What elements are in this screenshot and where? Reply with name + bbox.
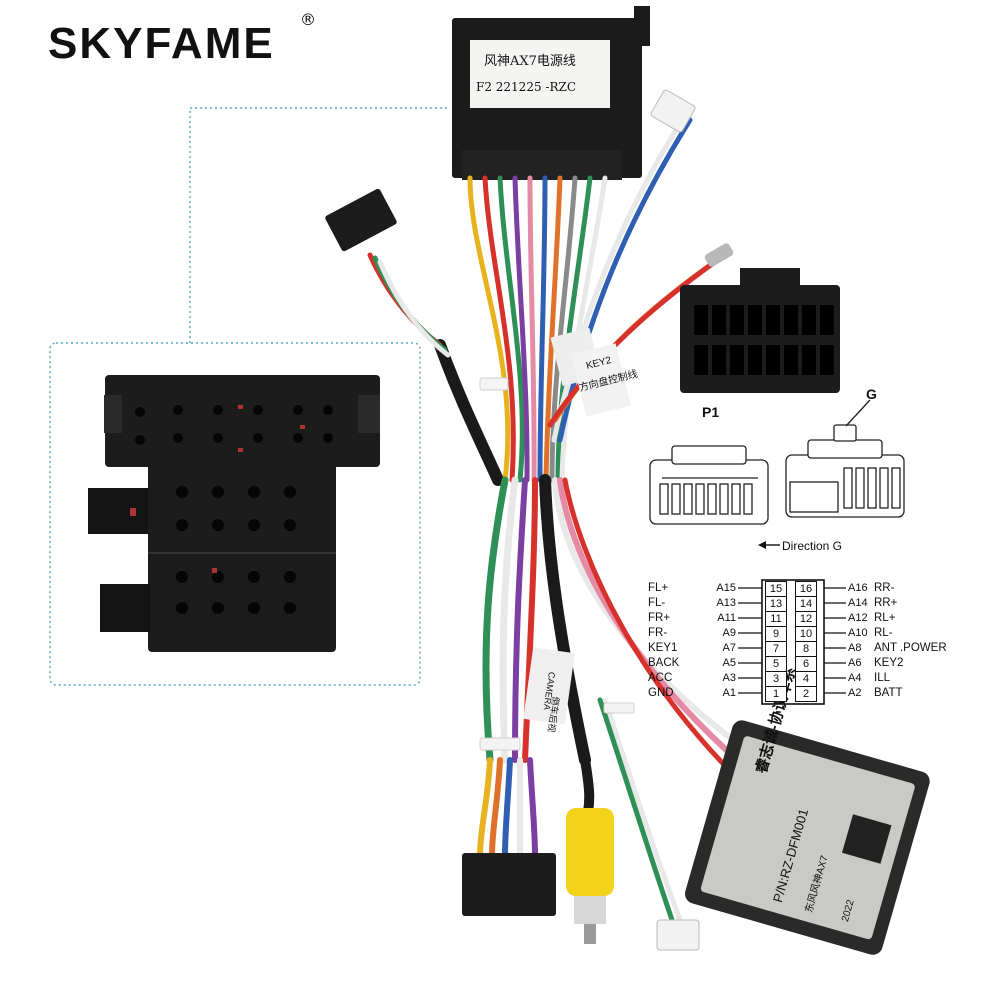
power-tag-line-2: F2 221225 -RZC	[476, 80, 577, 94]
pin-right-name: RL-	[874, 627, 893, 639]
direction-arrow	[758, 541, 780, 549]
pin-left-name: FL+	[648, 582, 669, 594]
pin-left-name: ACC	[648, 672, 673, 684]
pin-right-name: RL+	[874, 612, 896, 624]
pin-right-number: 6	[795, 656, 817, 672]
headunit-16pin-connector	[680, 268, 840, 393]
pin-right-name: KEY2	[874, 657, 904, 669]
pin-right-number: 12	[795, 611, 817, 627]
bottom-black-connector	[462, 853, 556, 916]
pin-left-code: A1	[722, 687, 736, 699]
registered-mark: ®	[300, 10, 316, 29]
pin-right-name: ILL	[874, 672, 890, 684]
pin-right-code: A12	[848, 612, 868, 624]
pin-right-name: RR-	[874, 582, 895, 594]
pin-left-code: A3	[722, 672, 736, 684]
pin-left-number: 15	[765, 581, 787, 597]
power-tag-line-1: 风神AX7电源线	[484, 54, 576, 69]
canbus-decoder-box	[684, 720, 930, 955]
brand-logo: SKYFAME	[48, 19, 275, 68]
pin-left-code: A11	[717, 612, 736, 624]
pin-right-number: 14	[795, 596, 817, 612]
rca-camera-plug	[566, 808, 614, 944]
pin-left-code: A9	[722, 627, 736, 639]
pin-left-code: A5	[722, 657, 736, 669]
pin-right-name: BATT	[874, 687, 903, 699]
pin-right-code: A2	[848, 687, 862, 699]
pin-right-number: 8	[795, 641, 817, 657]
g-label: G	[866, 386, 877, 402]
pin-left-number: 1	[765, 686, 787, 702]
g-diagram	[785, 399, 905, 518]
pin-left-code: A15	[716, 582, 736, 594]
pin-left-name: FL-	[648, 597, 666, 609]
p1-label: P1	[702, 404, 720, 420]
pin-left-code: A7	[722, 642, 736, 654]
key2-tag-2	[570, 343, 632, 417]
pin-left-name: BACK	[648, 657, 680, 669]
callout-frame	[49, 342, 421, 686]
pin-left-name: FR+	[648, 612, 671, 624]
white-plug-top	[650, 89, 696, 133]
pin-left-name: KEY1	[648, 642, 678, 654]
pin-right-code: A10	[848, 627, 868, 639]
pin-left-number: 11	[765, 611, 787, 627]
pin-right-number: 10	[795, 626, 817, 642]
pin-left-number: 13	[765, 596, 787, 612]
pin-right-code: A6	[848, 657, 862, 669]
wire-bundle	[367, 117, 763, 923]
pin-right-code: A16	[848, 582, 868, 594]
pin-left-number: 3	[765, 671, 787, 687]
pin-right-code: A4	[848, 672, 862, 684]
pin-right-number: 2	[795, 686, 817, 702]
callout-leader	[189, 107, 450, 343]
pin-right-code: A8	[848, 642, 862, 654]
white-plug-bottom	[656, 919, 700, 951]
pin-right-number: 16	[795, 581, 817, 597]
pin-left-number: 7	[765, 641, 787, 657]
vehicle-power-connector	[452, 6, 650, 180]
pin-right-name: ANT .POWER	[874, 642, 947, 654]
pinout-leader-lines	[738, 587, 846, 694]
pin-right-code: A14	[848, 597, 868, 609]
pin-right-number: 4	[795, 671, 817, 687]
p1-diagram	[649, 445, 769, 525]
pin-left-name: FR-	[648, 627, 668, 639]
antenna-plug	[704, 243, 734, 267]
pin-left-number: 5	[765, 656, 787, 672]
pin-left-number: 9	[765, 626, 787, 642]
iso-connector	[88, 375, 380, 652]
pin-left-name: GND	[648, 687, 674, 699]
cable-ties	[479, 377, 635, 751]
direction-label: Direction G	[782, 539, 843, 553]
black-plug-left	[325, 188, 397, 252]
camera-tag	[523, 647, 575, 725]
pin-left-code: A13	[716, 597, 736, 609]
pin-right-name: RR+	[874, 597, 898, 609]
